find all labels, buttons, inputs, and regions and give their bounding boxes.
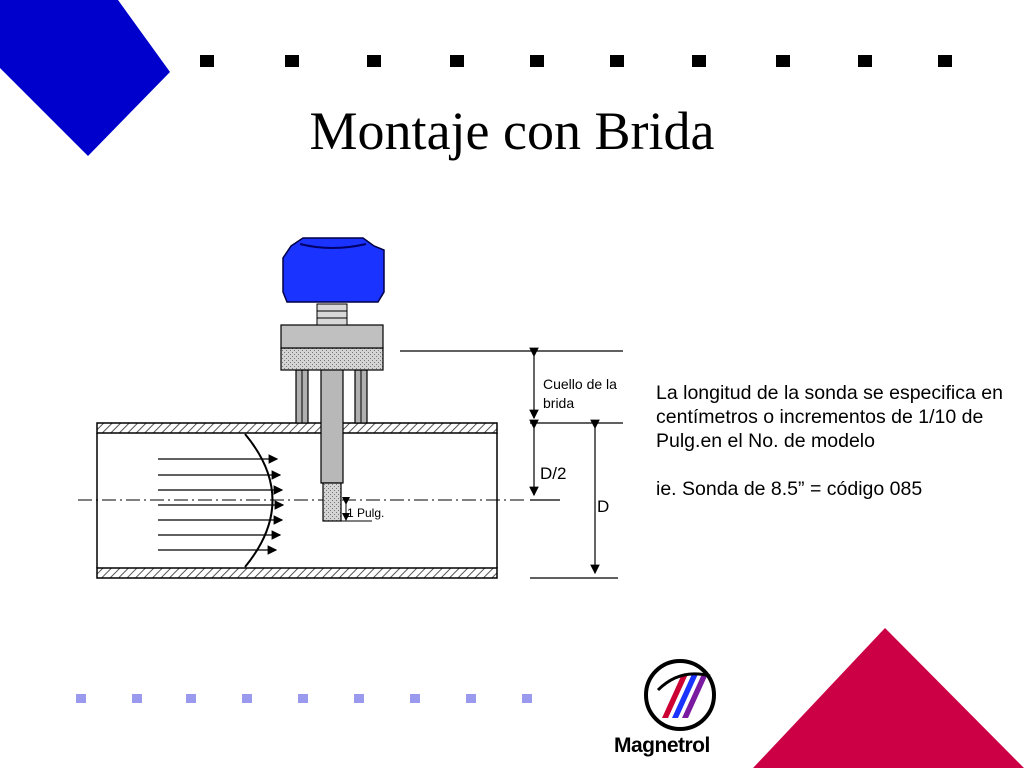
diameter-label: D bbox=[597, 497, 610, 516]
inch-label: 1 Pulg. bbox=[347, 506, 385, 520]
pipe-top-wall bbox=[96, 422, 498, 434]
transmitter-housing bbox=[282, 237, 385, 303]
example-text: ie. Sonda de 8.5” = código 085 bbox=[656, 478, 923, 500]
magnetrol-logo-mark bbox=[644, 659, 716, 731]
slide-title: Montaje con Brida bbox=[309, 101, 715, 161]
description-block: La longitud de la sonda se especifica en… bbox=[656, 381, 1011, 501]
half-diameter-label: D/2 bbox=[540, 464, 567, 483]
flow-profile-curve bbox=[244, 433, 274, 568]
neck-label: Cuello de la brida bbox=[543, 376, 617, 411]
brand-logo-text: Magnetrol bbox=[614, 734, 710, 757]
pipe-bottom-wall bbox=[96, 567, 498, 579]
blue-corner-triangle bbox=[0, 0, 170, 156]
probe-shaft bbox=[320, 367, 344, 484]
bottom-dot-row bbox=[76, 694, 532, 703]
top-dot-row bbox=[200, 55, 952, 67]
probe-connector bbox=[316, 303, 348, 326]
probe-tip bbox=[322, 482, 342, 522]
flange-plate bbox=[280, 324, 384, 349]
red-corner-triangle bbox=[753, 628, 1024, 768]
flow-arrows bbox=[158, 454, 285, 555]
flange-speckled bbox=[280, 347, 384, 371]
description-text: La longitud de la sonda se especifica en… bbox=[656, 382, 1003, 452]
